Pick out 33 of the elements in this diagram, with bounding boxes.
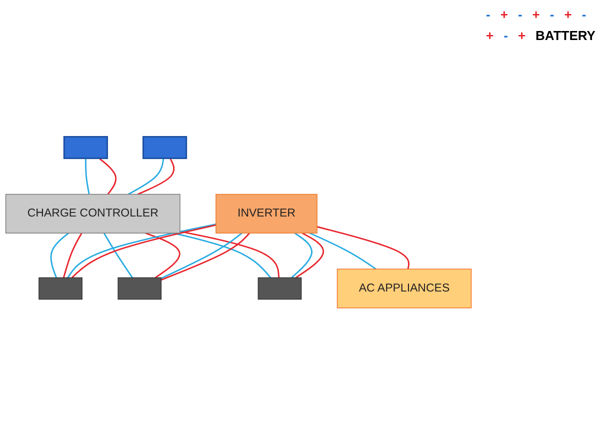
node-box: AC APPLIANCES xyxy=(336,268,472,308)
terminal-sign: - xyxy=(502,27,509,44)
node-box: CHARGE CONTROLLER xyxy=(5,194,180,234)
node-box xyxy=(63,136,108,160)
connector xyxy=(103,232,133,278)
node-box xyxy=(258,278,302,300)
node-box xyxy=(118,278,162,300)
connector xyxy=(309,232,376,270)
terminal-sign: - xyxy=(516,6,524,23)
terminal-sign: + xyxy=(516,27,527,44)
part-label: BATTERY xyxy=(534,27,596,44)
connector xyxy=(316,226,410,270)
node-box: INVERTER xyxy=(216,194,318,234)
connector xyxy=(295,232,324,278)
terminal-sign: - xyxy=(485,6,492,23)
connector xyxy=(98,158,117,195)
connector xyxy=(62,232,82,278)
connector xyxy=(173,232,272,278)
terminal-sign: - xyxy=(548,6,556,23)
terminal-sign: + xyxy=(485,27,495,44)
connector xyxy=(137,158,175,196)
connector xyxy=(50,232,70,278)
terminal-sign: + xyxy=(531,6,541,23)
node-box xyxy=(142,136,188,160)
connector xyxy=(128,158,164,196)
connector xyxy=(291,232,312,278)
connector xyxy=(180,230,280,278)
terminal-sign: + xyxy=(563,6,573,23)
node-box xyxy=(38,278,82,300)
terminal-sign: + xyxy=(499,6,509,23)
connector xyxy=(145,232,180,278)
terminal-sign: - xyxy=(580,6,588,23)
connector xyxy=(84,158,90,195)
